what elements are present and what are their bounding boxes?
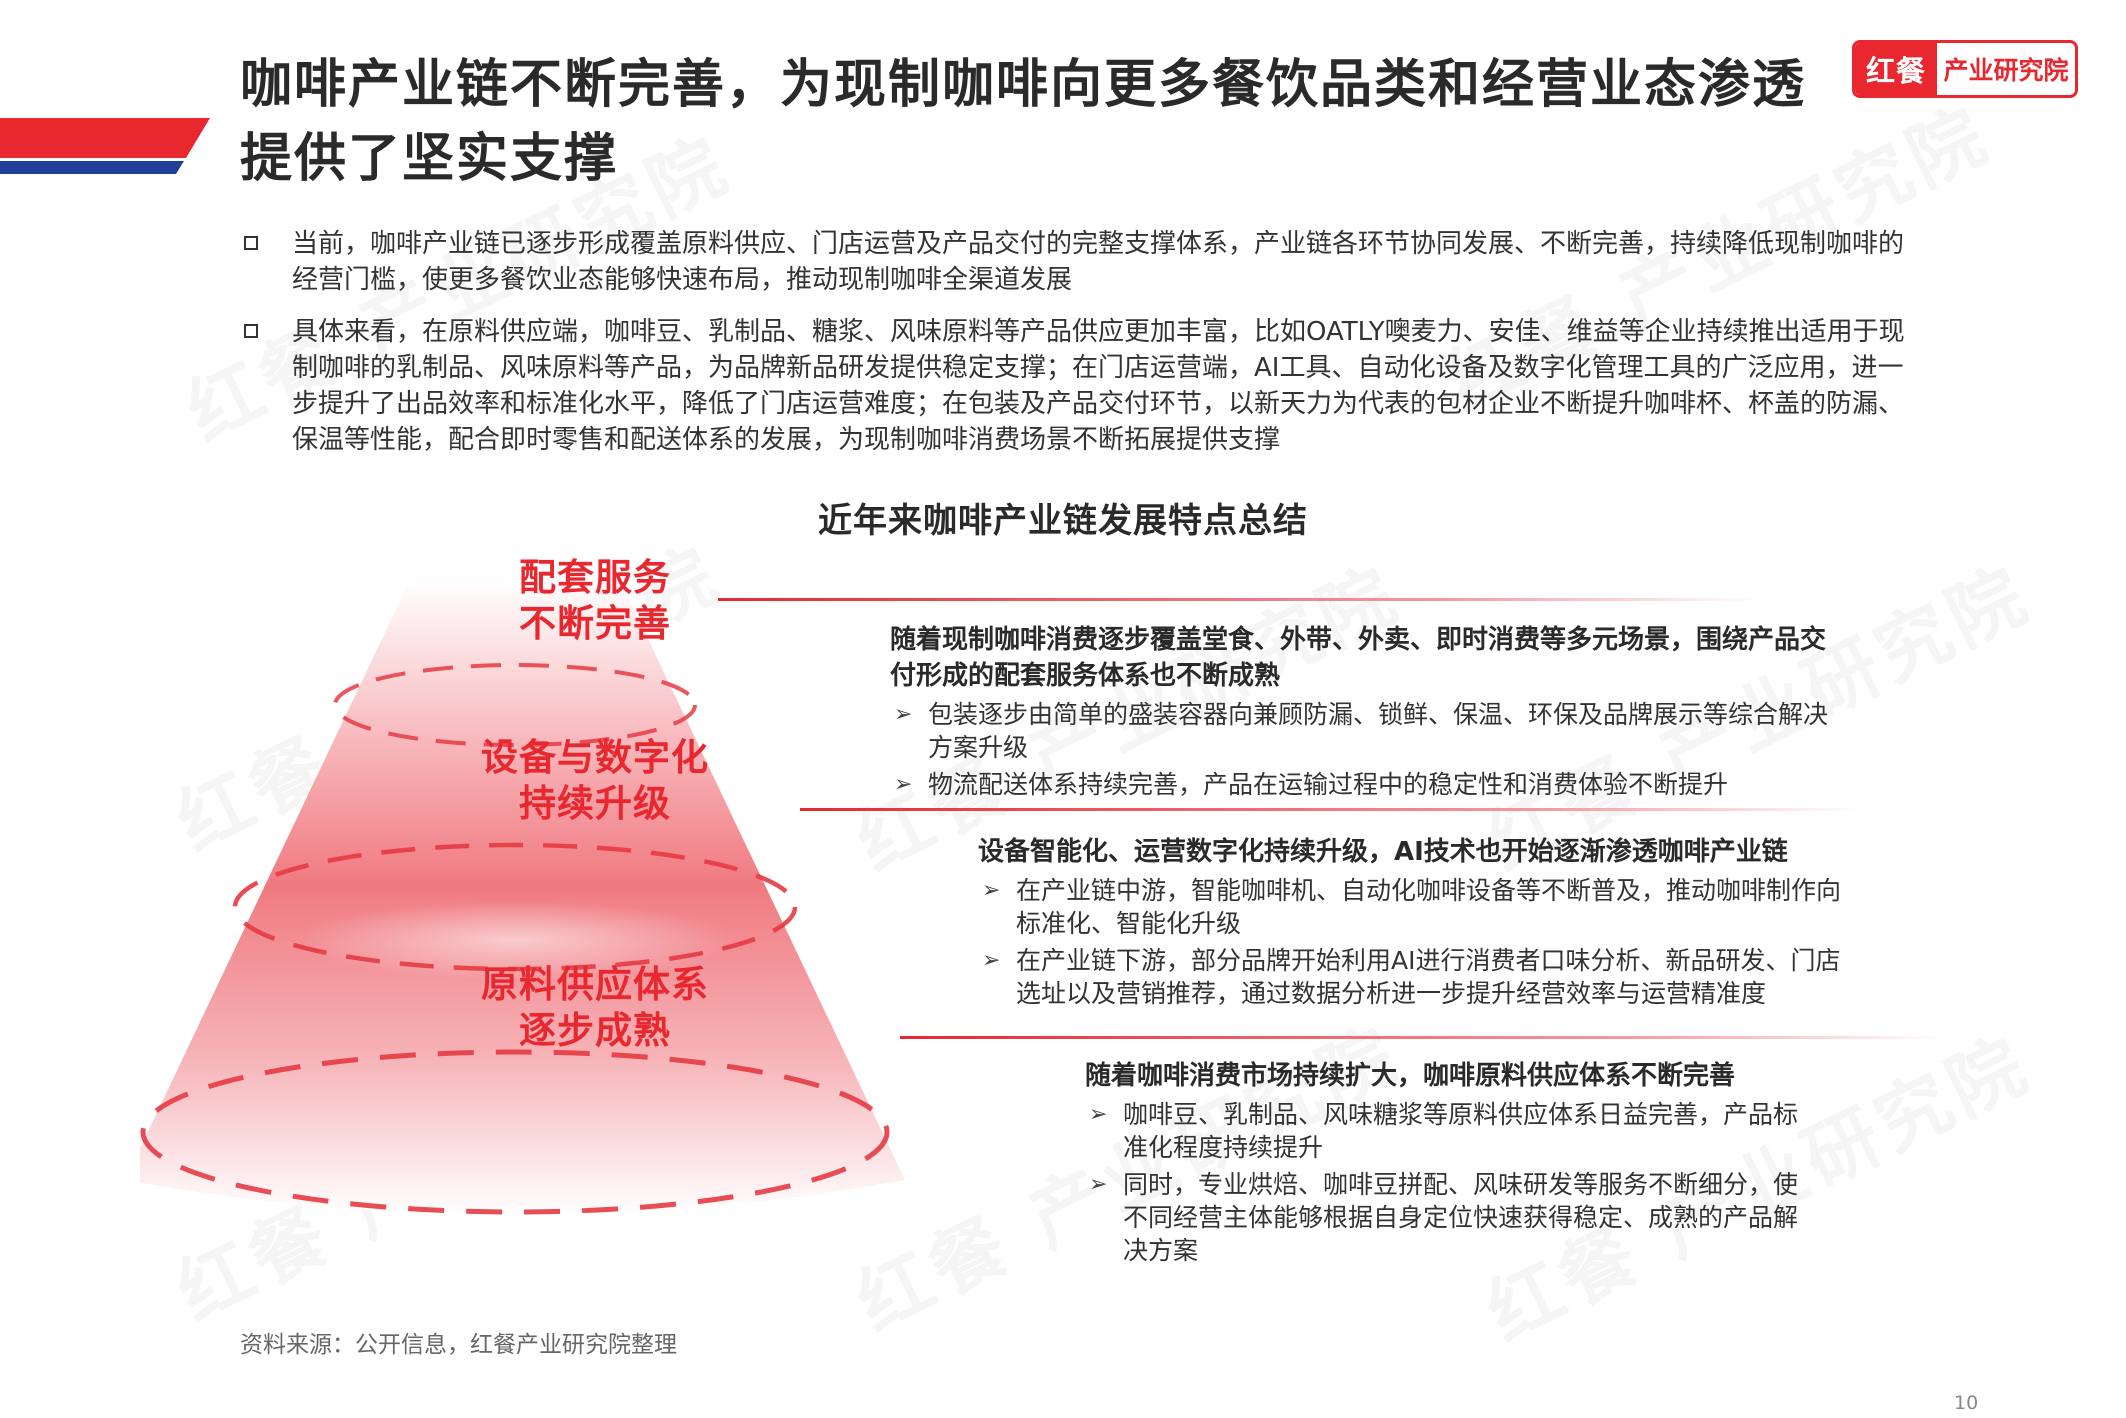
- arrow-bullet-icon: ➢: [1089, 1172, 1108, 1197]
- source-note: 资料来源：公开信息，红餐产业研究院整理: [240, 1332, 677, 1358]
- level-heading: 设备智能化、运营数字化持续升级，AI技术也开始逐渐渗透咖啡产业链: [978, 837, 1788, 867]
- level-desc-service: 随着现制咖啡消费逐步覆盖堂食、外带、外卖、即时消费等多元场景，围绕产品交付形成的…: [890, 622, 1840, 801]
- level-label-line: 逐步成熟: [519, 1009, 671, 1052]
- level-label-supply: 原料供应体系 逐步成熟: [385, 962, 805, 1054]
- page-title: 咖啡产业链不断完善，为现制咖啡向更多餐饮品类和经营业态渗透提供了坚实支撑: [240, 55, 1807, 189]
- level-desc-equipment: 设备智能化、运营数字化持续升级，AI技术也开始逐渐渗透咖啡产业链 ➢ 在产业链中…: [978, 834, 1858, 1010]
- list-item-text: 同时，专业烘焙、咖啡豆拼配、风味研发等服务不断细分，使不同经营主体能够根据自身定…: [1123, 1170, 1799, 1265]
- level-label-line: 原料供应体系: [481, 963, 709, 1006]
- list-item-text: 咖啡豆、乳制品、风味糖浆等原料供应体系日益完善，产品标准化程度持续提升: [1123, 1100, 1799, 1162]
- list-item: ➢ 在产业链中游，智能咖啡机、自动化咖啡设备等不断普及，推动咖啡制作向标准化、智…: [978, 874, 1858, 940]
- bullet-paragraph-2: 具体来看，在原料供应端，咖啡豆、乳制品、糖浆、风味原料等产品供应更加丰富，比如O…: [244, 314, 1924, 458]
- level-label-line: 不断完善: [519, 602, 671, 645]
- arrow-bullet-icon: ➢: [894, 772, 913, 797]
- arrow-bullet-icon: ➢: [982, 948, 1001, 973]
- list-item: ➢ 包装逐步由简单的盛装容器向兼顾防漏、锁鲜、保温、环保及品牌展示等综合解决方案…: [890, 698, 1840, 764]
- logo-mark: 红餐: [1855, 43, 1937, 95]
- header-stripe: [0, 118, 210, 174]
- list-item-text: 物流配送体系持续完善，产品在运输过程中的稳定性和消费体验不断提升: [928, 770, 1729, 799]
- level-label-line: 持续升级: [519, 782, 671, 825]
- square-bullet-icon: [244, 324, 258, 338]
- brand-logo: 红餐 产业研究院: [1852, 40, 2078, 98]
- arrow-bullet-icon: ➢: [982, 878, 1001, 903]
- logo-text: 产业研究院: [1943, 56, 2069, 85]
- arrow-bullet-icon: ➢: [894, 702, 913, 727]
- page-number: 10: [1954, 1392, 1979, 1414]
- level-heading: 随着现制咖啡消费逐步覆盖堂食、外带、外卖、即时消费等多元场景，围绕产品交付形成的…: [890, 625, 1827, 691]
- list-item-text: 包装逐步由简单的盛装容器向兼顾防漏、锁鲜、保温、环保及品牌展示等综合解决方案升级: [928, 700, 1829, 762]
- list-item: ➢ 同时，专业烘焙、咖啡豆拼配、风味研发等服务不断细分，使不同经营主体能够根据自…: [1085, 1168, 1805, 1267]
- level-label-equipment: 设备与数字化 持续升级: [385, 735, 805, 827]
- level-desc-supply: 随着咖啡消费市场持续扩大，咖啡原料供应体系不断完善 ➢ 咖啡豆、乳制品、风味糖浆…: [1085, 1058, 1805, 1267]
- list-item: ➢ 咖啡豆、乳制品、风味糖浆等原料供应体系日益完善，产品标准化程度持续提升: [1085, 1098, 1805, 1164]
- bullet-paragraph-1: 当前，咖啡产业链已逐步形成覆盖原料供应、门店运营及产品交付的完整支撑体系，产业链…: [244, 226, 1924, 298]
- diagram-title: 近年来咖啡产业链发展特点总结: [818, 501, 1308, 541]
- list-item-text: 在产业链下游，部分品牌开始利用AI进行消费者口味分析、新品研发、门店选址以及营销…: [1016, 946, 1841, 1008]
- level-label-line: 配套服务: [519, 556, 671, 599]
- pyramid-graphic: [140, 580, 905, 1215]
- arrow-bullet-icon: ➢: [1089, 1102, 1108, 1127]
- level-heading: 随着咖啡消费市场持续扩大，咖啡原料供应体系不断完善: [1085, 1061, 1736, 1091]
- bullet-text: 当前，咖啡产业链已逐步形成覆盖原料供应、门店运营及产品交付的完整支撑体系，产业链…: [292, 229, 1905, 295]
- list-item: ➢ 在产业链下游，部分品牌开始利用AI进行消费者口味分析、新品研发、门店选址以及…: [978, 944, 1858, 1010]
- level-label-service: 配套服务 不断完善: [385, 555, 805, 647]
- square-bullet-icon: [244, 236, 258, 250]
- list-item-text: 在产业链中游，智能咖啡机、自动化咖啡设备等不断普及，推动咖啡制作向标准化、智能化…: [1016, 876, 1842, 938]
- bullet-text: 具体来看，在原料供应端，咖啡豆、乳制品、糖浆、风味原料等产品供应更加丰富，比如O…: [292, 317, 1905, 455]
- level-label-line: 设备与数字化: [481, 736, 709, 779]
- list-item: ➢ 物流配送体系持续完善，产品在运输过程中的稳定性和消费体验不断提升: [890, 768, 1840, 801]
